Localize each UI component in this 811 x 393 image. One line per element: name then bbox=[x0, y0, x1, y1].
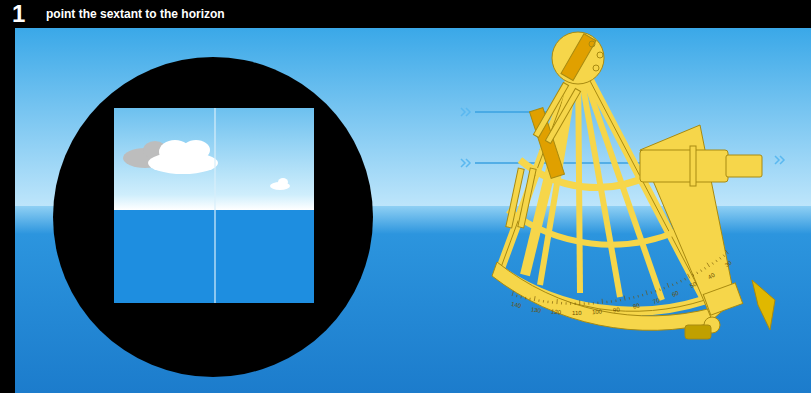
scale-tick bbox=[642, 294, 644, 296]
scale-tick bbox=[680, 280, 681, 282]
scale-number: 90 bbox=[613, 307, 621, 314]
scale-tick bbox=[720, 257, 721, 259]
scale-tick bbox=[712, 262, 713, 264]
scale-tick bbox=[611, 300, 612, 302]
scale-tick bbox=[633, 296, 635, 298]
scale-tick bbox=[646, 290, 647, 295]
eyepiece-view bbox=[53, 57, 373, 377]
scale-tick bbox=[697, 272, 698, 274]
scale-ticks bbox=[512, 250, 728, 305]
view-sea bbox=[114, 210, 314, 303]
scale-tick bbox=[602, 299, 603, 304]
scale-tick bbox=[566, 302, 567, 304]
scale-tick bbox=[704, 267, 705, 269]
scale-tick bbox=[516, 295, 518, 297]
scale-tick bbox=[723, 255, 724, 257]
scale-tick bbox=[676, 282, 677, 284]
scale-tick bbox=[597, 302, 598, 304]
scale-tick bbox=[672, 284, 674, 286]
scale-tick bbox=[650, 291, 652, 293]
scale-tick bbox=[556, 299, 557, 304]
scale-tick bbox=[547, 301, 548, 303]
scale-tick bbox=[701, 270, 702, 272]
scale-tick bbox=[663, 287, 665, 289]
scale-tick bbox=[520, 296, 522, 298]
scale-tick bbox=[525, 297, 527, 299]
scale-tick bbox=[575, 302, 576, 304]
scale-tick bbox=[707, 263, 710, 267]
scale-tick bbox=[579, 300, 580, 305]
scale-number: 110 bbox=[572, 310, 582, 316]
scale-tick bbox=[543, 300, 544, 302]
sextant-frame bbox=[492, 32, 775, 339]
scale-tick bbox=[659, 289, 661, 291]
scale-tick bbox=[624, 296, 626, 301]
scale-tick bbox=[584, 302, 585, 304]
scale-tick bbox=[637, 295, 639, 297]
mirror-edge bbox=[214, 108, 215, 303]
scale-tick bbox=[667, 283, 669, 288]
scale-tick bbox=[606, 301, 607, 303]
view-sky bbox=[114, 108, 314, 210]
scale-tick bbox=[629, 297, 631, 299]
scale-tick bbox=[561, 302, 562, 304]
title: point the sextant to the horizon bbox=[46, 7, 225, 21]
scale-tick bbox=[655, 290, 657, 292]
scale-tick bbox=[529, 298, 530, 300]
step-number: 1 bbox=[12, 0, 25, 28]
scale-number: 100 bbox=[591, 309, 601, 316]
scale-tick bbox=[615, 300, 616, 302]
scale-tick bbox=[593, 302, 594, 304]
cloud bbox=[123, 140, 290, 190]
scale-number: 120 bbox=[551, 309, 561, 316]
scale-tick bbox=[538, 299, 539, 301]
scale-tick bbox=[693, 274, 694, 276]
scale-tick bbox=[534, 296, 536, 301]
scale-tick bbox=[570, 302, 571, 304]
scale-tick bbox=[725, 250, 728, 254]
scale-tick bbox=[687, 274, 689, 278]
scale-tick bbox=[685, 278, 686, 280]
scale-tick bbox=[716, 260, 717, 262]
scale-tick bbox=[588, 302, 589, 304]
scale-tick bbox=[512, 291, 513, 296]
scale-tick bbox=[620, 299, 621, 301]
scale-tick bbox=[552, 301, 553, 303]
scale-number: 130 bbox=[531, 306, 542, 314]
